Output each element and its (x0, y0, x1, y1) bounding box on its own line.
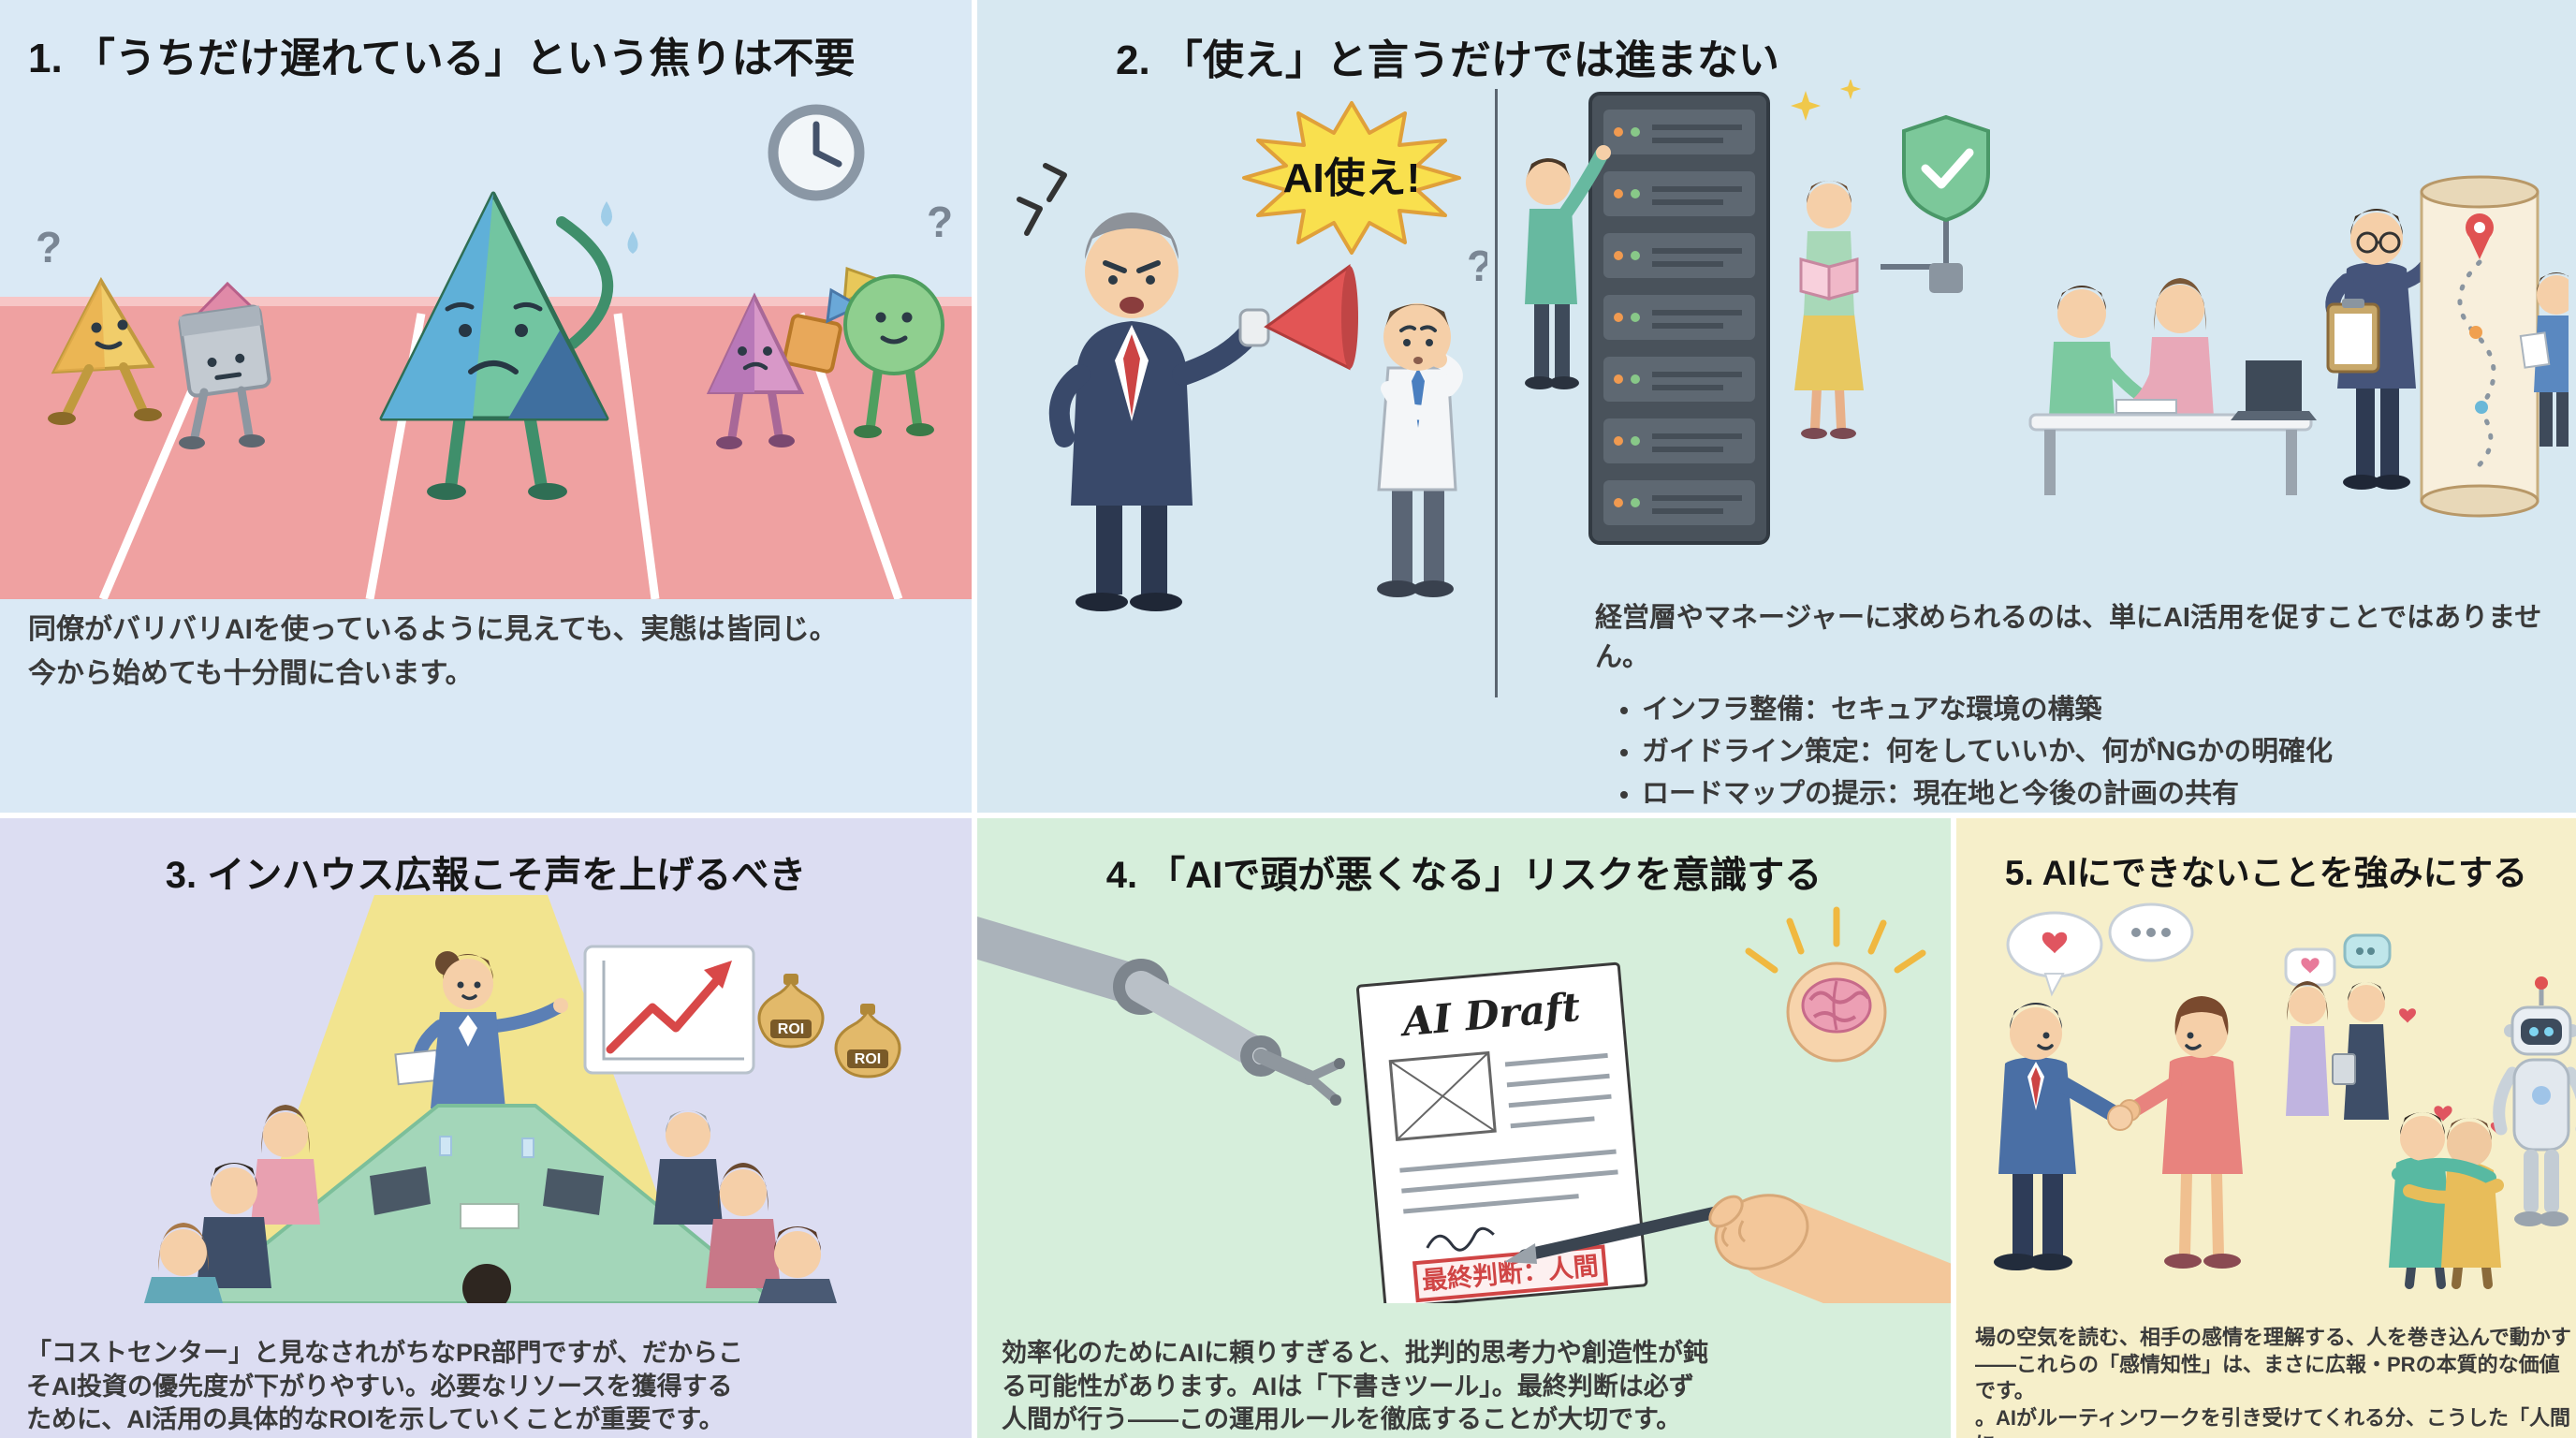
scene-divider (1495, 89, 1498, 697)
chatting-pair (2284, 933, 2416, 1120)
panel-4: 4. 「AIで頭が悪くなる」リスクを意識する A (977, 818, 1951, 1438)
human-hand (1504, 1194, 1951, 1303)
attendee-left-1 (251, 1105, 320, 1225)
clock-icon (768, 104, 865, 201)
sparkle-icon (1791, 80, 1862, 121)
panel-2-caption: 経営層やマネージャーに求められるのは、単にAI活用を促すことではありません。 イ… (1595, 595, 2576, 813)
panel-2-team-scene (1525, 80, 2569, 545)
caption-line: 今から始めても十分間に合います。 (28, 657, 474, 689)
speech-burst-text: AI使え! (1283, 155, 1421, 201)
panel-4-illustration: AI Draft (977, 906, 1951, 1303)
roi-chart (583, 945, 755, 1075)
robot-arm (977, 916, 1345, 1106)
panel-4-caption: 効率化のためにAIに頼りすぎると、批判的思考力や創造性が鈍 る可能性があります。… (1002, 1337, 1708, 1437)
caption-line: る可能性があります。AIは「下書きツール」。最終判断は必ず (1002, 1372, 1694, 1401)
handshake-hands (2107, 1099, 2141, 1131)
roi-label: ROI (855, 1051, 881, 1067)
conference-table (190, 1104, 779, 1303)
panel-1: 1. 「うちだけ遅れている」という焦りは不要 ? ? (0, 0, 972, 813)
panel-4-title: 4. 「AIで頭が悪くなる」リスクを意識する (1105, 855, 1822, 896)
megaphone-icon (1238, 264, 1358, 371)
writing-team (2028, 278, 2317, 495)
heart-speech-bubble (2006, 911, 2103, 997)
panel-2: 2. 「使え」と言うだけでは進まない (977, 0, 2576, 813)
bullet-item: ロードマップの提示：現在地と今後の計画の共有 (1642, 773, 2576, 813)
approval-stamp: 最終判断：人間 (1412, 1244, 1609, 1303)
question-mark: ? (927, 198, 953, 246)
bullet-item: ガイドライン策定：何をしていいか、何がNGかの明確化 (1642, 731, 2576, 773)
ellipsis-speech-bubble (2108, 902, 2194, 962)
caption-line: 場の空気を読む、相手の感情を理解する、人を巻き込んで動かす (1975, 1326, 2571, 1349)
security-shield-icon (1881, 114, 1990, 293)
panel-3-illustration: ROI ROI (144, 895, 901, 1303)
caption-line: ――これらの「感情知性」は、まさに広報・PRの本質的な価値です。 (1975, 1352, 2560, 1403)
planner-figure (2519, 272, 2569, 447)
caption-line: 「コストセンター」と見なされがちなPR部門ですが、だからこ (26, 1339, 743, 1367)
brain-icon (1745, 906, 1926, 1063)
main-triangle-character (379, 191, 638, 500)
lightning-icon (1017, 163, 1067, 236)
panel-1-illustration: ? ? (0, 104, 972, 599)
green-round-character (826, 266, 944, 438)
panel-3-caption: 「コストセンター」と見なされがちなPR部門ですが、だからこ そAI投資の優先度が… (26, 1337, 743, 1437)
panel-1-caption: 同僚がバリバリAIを使っているように見えても、実態は皆同じ。 今から始めても十分… (28, 609, 838, 696)
roadmap-scroll (2420, 175, 2539, 518)
attendee-right-3 (758, 1226, 837, 1303)
caption-line: 効率化のためにAIに頼りすぎると、批判的思考力や創造性が鈍 (1002, 1339, 1708, 1367)
handshake-woman (2115, 996, 2243, 1269)
handshake-man (1994, 1003, 2126, 1270)
panel-5-caption: 場の空気を読む、相手の感情を理解する、人を巻き込んで動かす ――これらの「感情知… (1975, 1325, 2576, 1438)
question-mark: ? (36, 223, 62, 271)
boss-figure (1048, 213, 1266, 611)
caption-line: 。AIがルーティンワークを引き受けてくれる分、こうした「人間に (1975, 1405, 2571, 1438)
ai-draft-document: AI Draft (1355, 961, 1648, 1303)
money-bag-icon: ROI (834, 1004, 901, 1078)
question-mark: ? (1467, 242, 1487, 290)
panel-5: 5. AIにできないことを強みにする (1956, 818, 2576, 1438)
caption-line: 人間が行う――この運用ルールを徹底することが大切です。 (1002, 1405, 1682, 1434)
gray-cube-character (178, 281, 271, 449)
caption-line: そAI投資の優先度が下がりやすい。必要なリソースを獲得する (26, 1372, 733, 1401)
bullet-list: インフラ整備：セキュアな環境の構築 ガイドライン策定：何をしていいか、何がNGか… (1642, 689, 2576, 813)
panel-3-title: 3. インハウス広報こそ声を上げるべき (165, 855, 807, 896)
panel-3: 3. インハウス広報こそ声を上げるべき ROI (0, 818, 972, 1438)
roi-label: ROI (778, 1021, 804, 1037)
caption-lead: 経営層やマネージャーに求められるのは、単にAI活用を促すことではありません。 (1595, 603, 2542, 672)
reader-figure (1794, 181, 1864, 439)
employee-figure (1377, 303, 1463, 597)
robot-figure (2493, 976, 2576, 1226)
server-rack (1588, 92, 1770, 545)
panel-2-title: 2. 「使え」と言うだけでは進まない (1116, 37, 1779, 83)
panel-1-title: 1. 「うちだけ遅れている」という焦りは不要 (28, 36, 856, 81)
money-bag-icon: ROI (757, 974, 825, 1049)
attendee-back (462, 1264, 511, 1303)
top-row: 1. 「うちだけ遅れている」という焦りは不要 ? ? (0, 0, 2576, 813)
speech-burst: AI使え! (1242, 101, 1461, 255)
bottom-row: 3. インハウス広報こそ声を上げるべき ROI (0, 818, 2576, 1438)
hugging-pair (2389, 1106, 2505, 1289)
location-pin-icon (2466, 213, 2494, 259)
panel-2-boss-scene: AI使え! (1017, 101, 1487, 611)
panel-5-title: 5. AIにできないことを強みにする (2004, 854, 2528, 892)
attendee-left-3 (144, 1223, 223, 1303)
caption-line: ために、AI活用の具体的なROIを示していくことが重要です。 (26, 1405, 724, 1434)
attendee-right-1 (653, 1110, 723, 1225)
pink-triangle-character (706, 292, 842, 449)
engineer-figure (1525, 145, 1611, 389)
yellow-runner-character (48, 276, 162, 425)
presenter-figure (394, 951, 568, 1108)
panel-5-illustration (1994, 902, 2576, 1289)
attendee-right-2 (706, 1163, 781, 1288)
attendee-left-2 (197, 1163, 271, 1288)
bullet-item: インフラ整備：セキュアな環境の構築 (1642, 689, 2576, 731)
caption-line: 同僚がバリバリAIを使っているように見えても、実態は皆同じ。 (28, 614, 838, 645)
